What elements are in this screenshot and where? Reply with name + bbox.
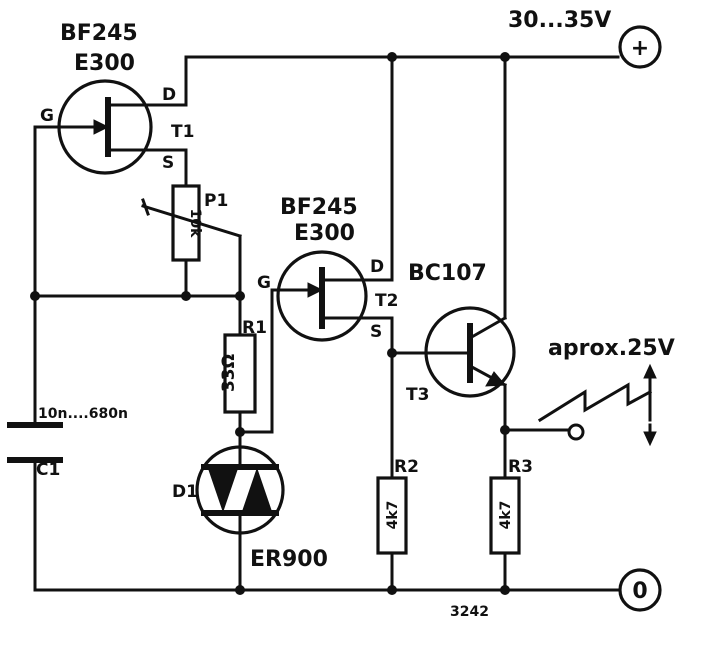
t2-type-label: BF245 xyxy=(280,195,358,220)
output-voltage-label: aprox.25V xyxy=(548,336,675,361)
t2-drain-label: D xyxy=(370,257,384,277)
plus-terminal: + xyxy=(618,25,662,69)
r3-name-label: R3 xyxy=(508,457,533,477)
d1-name-label: D1 xyxy=(172,482,198,502)
t2-grade-label: E300 xyxy=(294,221,355,246)
t1-drain-wire xyxy=(158,55,188,107)
supply-voltage-label: 30...35V xyxy=(508,8,611,33)
t1-name-label: T1 xyxy=(171,122,194,142)
t1-drain-label: D xyxy=(162,85,176,105)
ground-terminal: 0 xyxy=(618,568,662,612)
svg-text:0: 0 xyxy=(632,579,647,604)
junction-dots xyxy=(30,52,510,595)
p1-value-label: 10k xyxy=(187,209,203,238)
t1-source-wire xyxy=(158,148,188,188)
svg-text:+: + xyxy=(631,36,649,61)
c1-capacitor xyxy=(7,422,63,463)
r2-name-label: R2 xyxy=(394,457,419,477)
d1-diac-symbol xyxy=(195,445,285,535)
d1-type-label: ER900 xyxy=(250,547,328,572)
t1-jfet-symbol xyxy=(57,79,162,175)
figure-number-label: 3242 xyxy=(450,604,489,620)
wires xyxy=(33,55,622,592)
p1-name-label: P1 xyxy=(204,191,228,211)
t1-type-label: BF245 xyxy=(60,21,138,46)
t3-name-label: T3 xyxy=(406,385,429,405)
r3-value-label: 4k7 xyxy=(498,501,514,530)
t2-source-label: S xyxy=(370,322,382,342)
sawtooth-waveform-icon xyxy=(537,363,657,447)
r2-value-label: 4k7 xyxy=(385,501,401,530)
t2-jfet-symbol xyxy=(276,250,368,342)
c1-name-label: C1 xyxy=(36,460,60,480)
t3-bjt-symbol xyxy=(424,306,516,398)
r2-resistor xyxy=(376,476,408,555)
r1-resistor xyxy=(223,333,257,414)
t2-drain-wire xyxy=(360,55,394,282)
t2-source-wire xyxy=(360,316,394,480)
t1-gate-label: G xyxy=(40,106,54,126)
output-terminal xyxy=(567,423,585,441)
t1-grade-label: E300 xyxy=(74,51,135,76)
t1-source-label: S xyxy=(162,153,174,173)
p1-potentiometer xyxy=(141,184,242,262)
t2-gate-label: G xyxy=(257,273,271,293)
r3-resistor xyxy=(489,476,521,555)
t2-name-label: T2 xyxy=(375,291,398,311)
c1-value-label: 10n....680n xyxy=(38,406,128,422)
r1-name-label: R1 xyxy=(242,318,267,338)
t3-type-label: BC107 xyxy=(408,261,487,286)
r1-value-label: 33Ω xyxy=(219,354,239,392)
